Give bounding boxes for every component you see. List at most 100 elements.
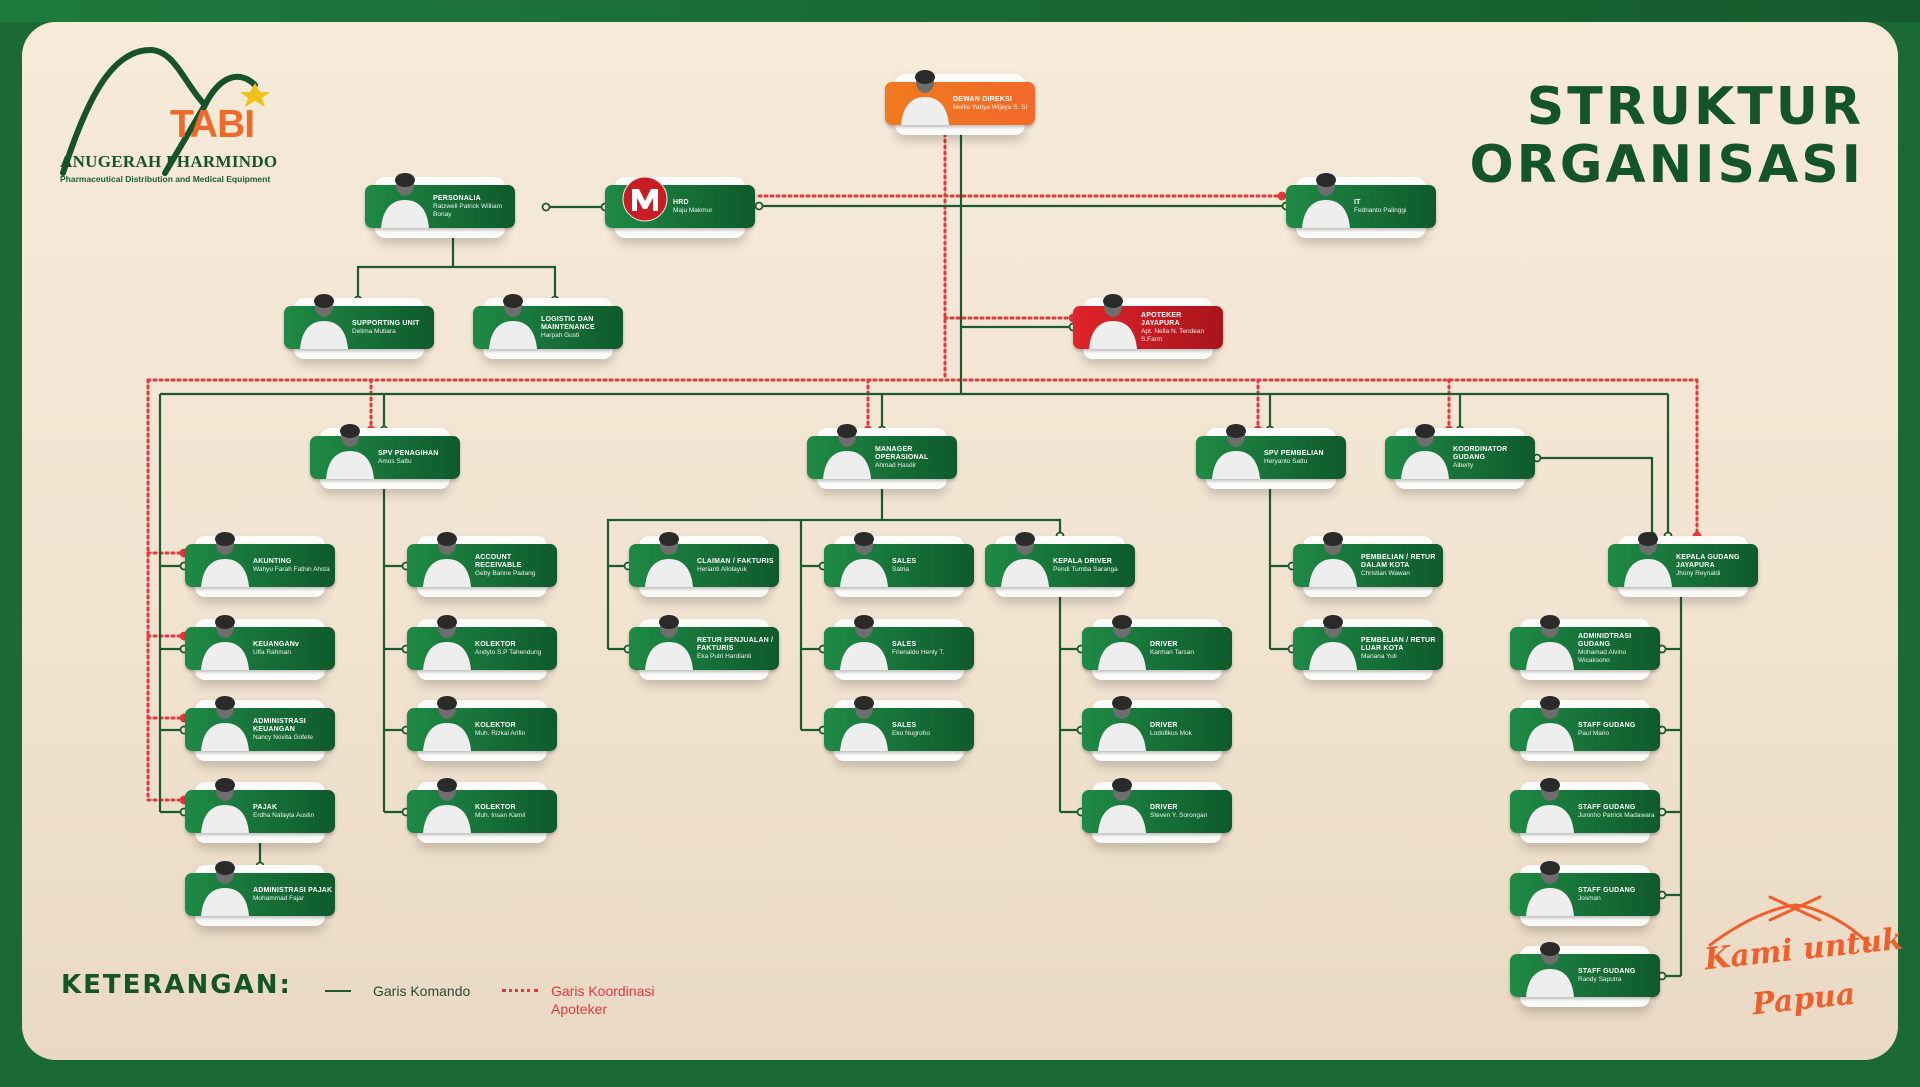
person-photo bbox=[836, 528, 892, 587]
command-line bbox=[606, 518, 1062, 649]
person-photo bbox=[197, 692, 253, 751]
legend-command: Garis Komando bbox=[373, 983, 471, 999]
card-role: DEWAN DIREKSI bbox=[953, 95, 1012, 103]
card-role: PEMBELIAN / RETUR DALAM KOTA bbox=[1361, 553, 1436, 569]
card-name: Mohamad Alvino Wicaksono bbox=[1578, 648, 1627, 664]
command-line bbox=[1537, 456, 1654, 536]
card-role: MANAGER OPERASIONAL bbox=[875, 445, 929, 461]
logo-text: TABI bbox=[170, 103, 255, 146]
card-name: Steven Y. Sorongan bbox=[1150, 811, 1208, 819]
command-line bbox=[356, 265, 557, 300]
card-name: Eko Nugroho bbox=[892, 729, 930, 737]
person-photo bbox=[419, 528, 475, 587]
card-name: Pendi Tumba Saranga bbox=[1053, 565, 1118, 573]
card-role: STAFF GUDANG bbox=[1578, 886, 1636, 894]
person-photo bbox=[1208, 420, 1264, 479]
card-role: SUPPORTING UNIT bbox=[352, 319, 420, 327]
company-name: ANUGERAH PHARMINDO bbox=[60, 152, 278, 171]
card-name: Fedrianto Palinggi bbox=[1354, 206, 1407, 214]
person-photo bbox=[197, 857, 253, 916]
card-name: Meike Yahya Wijaya S. SI bbox=[953, 103, 1028, 111]
card-role: SPV PENAGIHAN bbox=[378, 449, 439, 457]
card-role: KOLEKTOR bbox=[475, 721, 516, 729]
command-line-swatch bbox=[325, 990, 351, 992]
card-name: Maju Makmur bbox=[673, 206, 713, 214]
card-name: Josman bbox=[1578, 894, 1601, 902]
card-role: SALES bbox=[892, 721, 917, 729]
card-role: STAFF GUDANG bbox=[1578, 803, 1636, 811]
card-role: PERSONALIA bbox=[433, 194, 481, 202]
person-photo bbox=[197, 528, 253, 587]
card-role: SALES bbox=[892, 640, 917, 648]
card-role: SPV PEMBELIAN bbox=[1264, 449, 1324, 457]
frame bbox=[0, 0, 1920, 22]
person-photo bbox=[997, 528, 1053, 587]
card-name: Mohammad Fajar bbox=[253, 894, 304, 902]
person-photo bbox=[641, 528, 697, 587]
card-role: STAFF GUDANG bbox=[1578, 967, 1636, 975]
card-role: IT bbox=[1354, 198, 1361, 206]
card-role: KOORDINATOR GUDANG bbox=[1453, 445, 1508, 461]
person-photo bbox=[1094, 774, 1150, 833]
card-role: APOTEKER JAYAPURA bbox=[1141, 311, 1182, 327]
card-role: CLAIMAN / FAKTURIS bbox=[697, 557, 774, 565]
person-photo bbox=[641, 611, 697, 670]
person-photo bbox=[1094, 692, 1150, 751]
card-name: Heryanto Sattu bbox=[1264, 457, 1308, 465]
card-name: Geby Banne Padang bbox=[475, 569, 536, 577]
person-photo bbox=[419, 774, 475, 833]
card-role: KOLEKTOR bbox=[475, 640, 516, 648]
coordination-line-swatch bbox=[502, 989, 538, 992]
card-role: RETUR PENJUALAN / FAKTURIS bbox=[697, 636, 774, 652]
person-photo bbox=[197, 774, 253, 833]
legend-title: KETERANGAN: bbox=[61, 970, 292, 1000]
card-role: KEUANGANv bbox=[253, 640, 300, 648]
card-name: Wahyu Farah Fathin Ahsta bbox=[253, 565, 330, 573]
person-photo bbox=[1522, 857, 1578, 916]
card-name: Lodofikus Mok bbox=[1150, 729, 1192, 737]
person-photo bbox=[322, 420, 378, 479]
card-name: Christian Wawan bbox=[1361, 569, 1410, 577]
company-logo-icon bbox=[617, 169, 673, 228]
title-line-1: STRUKTUR bbox=[1526, 77, 1864, 137]
person-photo bbox=[419, 692, 475, 751]
person-photo bbox=[1298, 169, 1354, 228]
person-photo bbox=[1397, 420, 1453, 479]
card-name: Eka Putri Hardianti bbox=[697, 652, 752, 660]
card-role: KEPALA GUDANG JAYAPURA bbox=[1676, 553, 1740, 569]
card-role: PAJAK bbox=[253, 803, 278, 811]
card-name: Nancy Novita Gofete bbox=[253, 733, 313, 741]
card-role: DRIVER bbox=[1150, 640, 1178, 648]
card-name: Herianti Allolayuk bbox=[697, 565, 747, 573]
card-name: Erdha Nafayta Austin bbox=[253, 811, 315, 819]
title-line-2: ORGANISASI bbox=[1469, 135, 1864, 195]
card-role: ADMINISTRASI PAJAK bbox=[253, 886, 333, 894]
card-name: Amos Sattu bbox=[378, 457, 412, 465]
card-name: Mariana Yuli bbox=[1361, 652, 1397, 660]
